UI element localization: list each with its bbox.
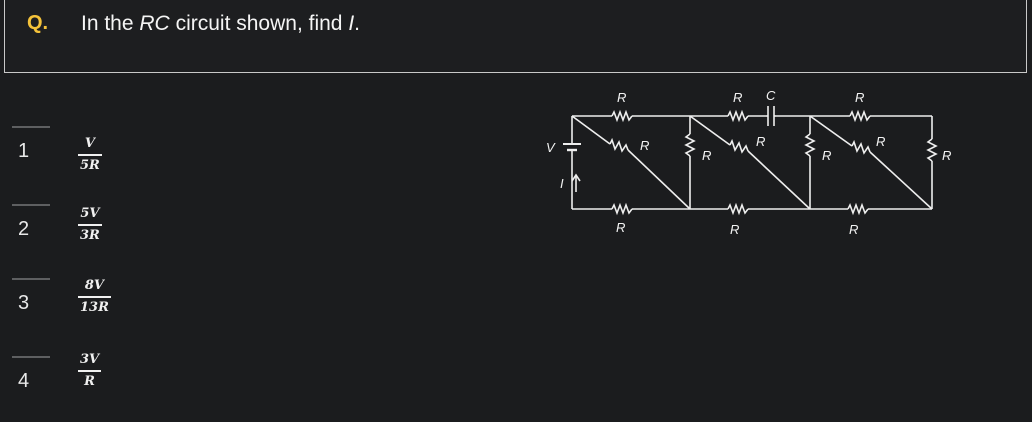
resistor-top-1 [611, 109, 633, 123]
fraction-denominator: R [84, 373, 95, 389]
option-4[interactable]: 4 3V R [11, 352, 122, 422]
fraction-numerator: V [84, 136, 95, 151]
question-text: In the RC circuit shown, find I. [81, 12, 360, 35]
question-box: Q. In the RC circuit shown, find I. [4, 0, 1027, 73]
question-label: Q. [27, 12, 49, 34]
circuit-labels: R R C R R R R R R R R R R V I [546, 88, 951, 237]
fraction-bar [78, 224, 102, 226]
option-fraction: V 5R [78, 136, 102, 174]
fraction-denominator: 3R [80, 227, 100, 243]
option-fraction: 5V 3R [78, 206, 102, 244]
option-1[interactable]: 1 V 5R [11, 126, 122, 192]
label-r-vert-1: R [702, 148, 711, 163]
option-3[interactable]: 3 8V 13R [11, 278, 122, 344]
fraction-numerator: 3V [80, 352, 100, 367]
label-r-diag-2: R [756, 134, 765, 149]
label-r-diag-1: R [640, 138, 649, 153]
fraction-bar [78, 154, 102, 156]
fraction-bar [78, 296, 111, 298]
resistor-diagonal-3 [809, 115, 933, 210]
label-r-vert-2: R [822, 148, 831, 163]
label-i: I [560, 176, 564, 191]
option-fraction: 8V 13R [78, 278, 111, 316]
resistor-diagonal-1 [571, 115, 691, 210]
label-r-bottom-1: R [616, 220, 625, 235]
option-number: 2 [11, 204, 51, 240]
label-r-diag-3: R [876, 134, 885, 149]
resistor-diagonal-2 [689, 115, 811, 210]
resistor-top-3 [849, 109, 871, 123]
option-number: 4 [11, 356, 51, 392]
resistor-vertical-2 [804, 116, 816, 209]
label-r-top-2: R [733, 90, 742, 105]
resistor-top-2 [727, 109, 749, 123]
resistor-bottom-1 [611, 202, 633, 216]
option-fraction: 3V R [78, 352, 102, 390]
option-number: 1 [11, 126, 51, 162]
current-arrow [571, 173, 581, 192]
fraction-numerator: 8V [84, 278, 105, 293]
fraction-denominator: 5R [80, 157, 100, 173]
label-r-top-1: R [617, 90, 626, 105]
capacitor [766, 106, 776, 126]
resistor-bottom-2 [727, 202, 749, 216]
label-r-vert-3: R [942, 148, 951, 163]
battery-branch [563, 116, 581, 209]
label-r-bottom-2: R [730, 222, 739, 237]
label-r-top-3: R [855, 90, 864, 105]
fraction-bar [78, 370, 102, 372]
label-c: C [766, 88, 776, 103]
circuit-diagram: R R C R R R R R R R R R R V I [546, 88, 951, 237]
label-r-bottom-3: R [849, 222, 858, 237]
fraction-denominator: 13R [80, 299, 109, 315]
option-number: 3 [11, 278, 51, 314]
resistor-vertical-3 [926, 116, 938, 209]
resistor-bottom-3 [847, 202, 869, 216]
label-v: V [546, 140, 556, 155]
fraction-numerator: 5V [80, 206, 100, 221]
resistor-vertical-1 [684, 116, 696, 209]
option-2[interactable]: 2 5V 3R [11, 204, 122, 270]
